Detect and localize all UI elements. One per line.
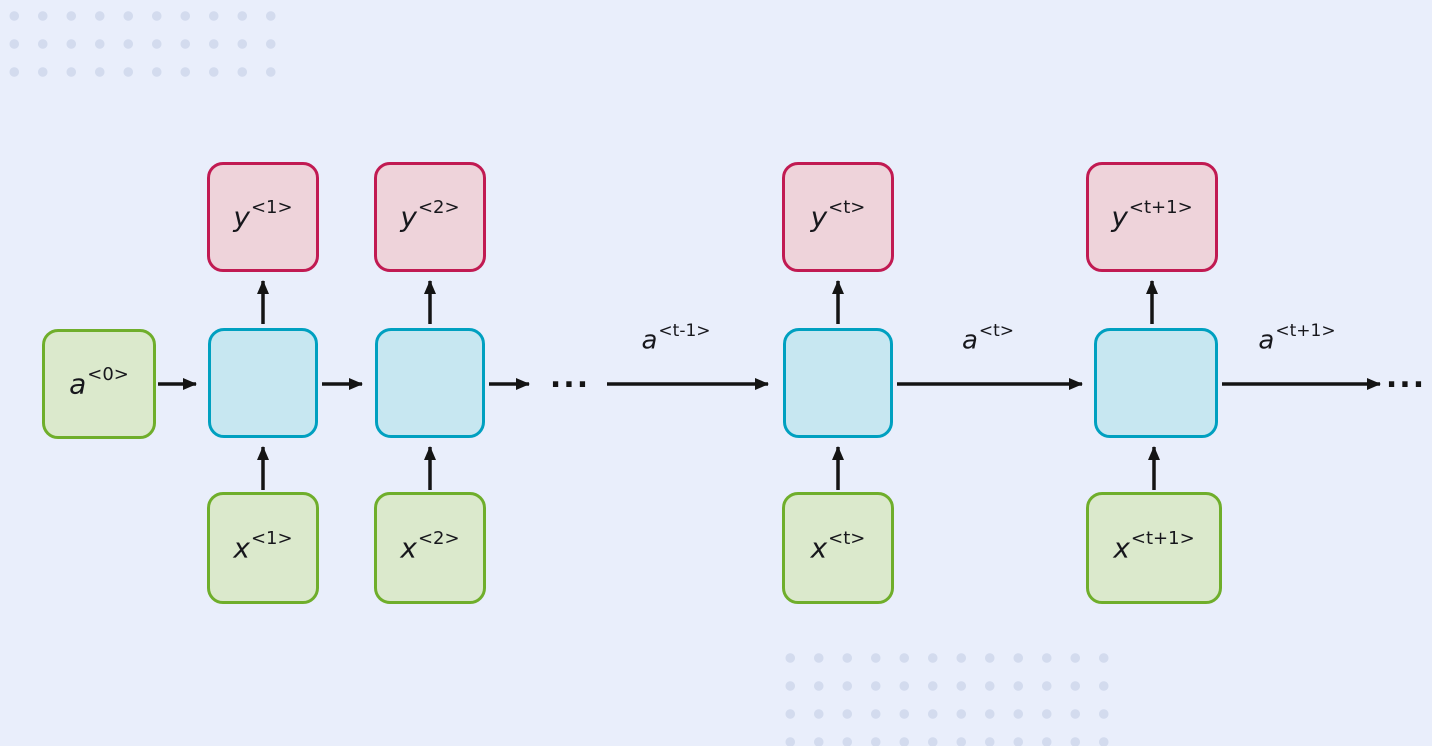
label-base: a [1258, 325, 1275, 356]
label-superscript: <t> [828, 197, 866, 219]
label-base: y [810, 200, 828, 234]
node-cell3 [783, 328, 893, 438]
node-xt-label: x<t> [810, 528, 866, 565]
node-yt: y<t> [782, 162, 894, 272]
dot-grid-bottom-right [776, 644, 1118, 746]
label-superscript: <t+1> [1128, 197, 1193, 219]
label-superscript: <t> [828, 528, 866, 550]
label-base: y [400, 200, 417, 234]
node-xt1-label: x<t+1> [1113, 528, 1195, 565]
node-a0-label: a<0> [69, 364, 129, 401]
label-base: x [1113, 531, 1130, 565]
ellipsis-mid: ... [549, 360, 591, 395]
label-superscript: <t-1> [658, 321, 711, 341]
label-base: x [400, 531, 417, 565]
node-xt: x<t> [782, 492, 894, 604]
label-base: a [641, 325, 658, 356]
label-superscript: <2> [417, 528, 460, 550]
edge-label-a-t: a<t> [961, 321, 1015, 356]
node-x2-label: x<2> [400, 528, 460, 565]
label-base: y [1111, 200, 1128, 234]
label-superscript: <t> [978, 321, 1015, 341]
node-x1: x<1> [207, 492, 319, 604]
node-xt1: x<t+1> [1086, 492, 1222, 604]
node-x1-label: x<1> [233, 528, 293, 565]
node-cell1 [208, 328, 318, 438]
node-yt-label: y<t> [810, 197, 866, 234]
label-superscript: <t+1> [1275, 321, 1336, 341]
label-base: x [233, 531, 250, 565]
label-superscript: <1> [250, 197, 293, 219]
node-x2: x<2> [374, 492, 486, 604]
node-a0: a<0> [42, 329, 156, 439]
label-base: y [233, 200, 250, 234]
node-y1: y<1> [207, 162, 319, 272]
edge-label-a-t-plus-1: a<t+1> [1258, 321, 1336, 356]
label-superscript: <t+1> [1130, 528, 1195, 550]
label-base: x [810, 531, 828, 565]
dot-grid-top-left [0, 2, 282, 88]
label-superscript: <0> [87, 364, 129, 386]
node-y1-label: y<1> [233, 197, 293, 234]
ellipsis-end: ... [1385, 360, 1427, 395]
label-superscript: <2> [417, 197, 460, 219]
node-cell4 [1094, 328, 1218, 438]
label-base: a [961, 325, 978, 356]
node-y2: y<2> [374, 162, 486, 272]
edge-label-a-t-minus-1: a<t-1> [641, 321, 711, 356]
node-yt1: y<t+1> [1086, 162, 1218, 272]
label-superscript: <1> [250, 528, 293, 550]
node-cell2 [375, 328, 485, 438]
node-y2-label: y<2> [400, 197, 460, 234]
node-yt1-label: y<t+1> [1111, 197, 1193, 234]
label-base: a [69, 367, 87, 401]
